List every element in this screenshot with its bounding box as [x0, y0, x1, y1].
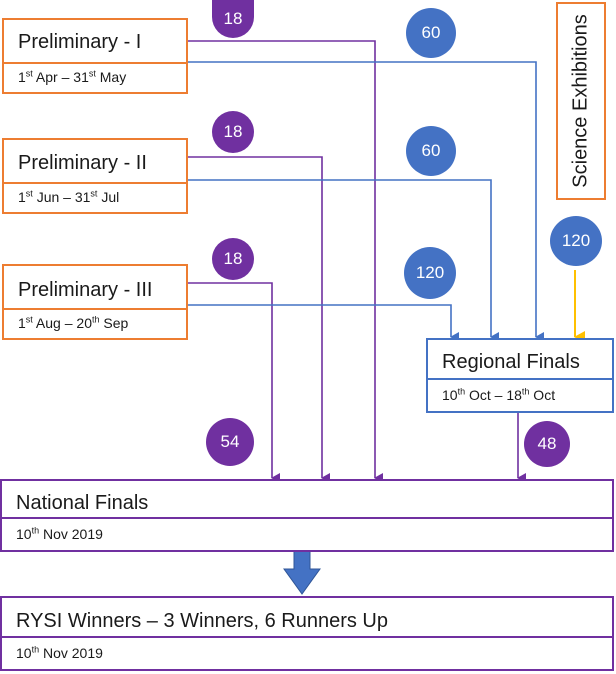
regional-finals-title: Regional Finals: [442, 351, 580, 373]
preliminary-1-title: Preliminary - I: [18, 31, 142, 53]
regional-finals-box: Regional Finals 10th Oct – 18th Oct: [426, 338, 614, 413]
regional-finals-dates: 10th Oct – 18th Oct: [428, 378, 612, 411]
count-badge-science-regional: 120: [550, 216, 602, 266]
p3-to-national-line: [188, 282, 280, 483]
preliminary-3-dates: 1st Aug – 20th Sep: [4, 308, 186, 338]
winners-title: RYSI Winners – 3 Winners, 6 Runners Up: [16, 610, 389, 632]
count-badge-p2-national: 18: [212, 111, 254, 153]
national-finals-date: 10th Nov 2019: [2, 517, 612, 550]
preliminary-3-box: Preliminary - III 1st Aug – 20th Sep: [2, 264, 188, 340]
national-finals-title: National Finals: [16, 492, 149, 514]
p1-to-regional-line: [188, 61, 544, 342]
science-exhibitions-label: Science Exhibitions: [569, 14, 592, 188]
winners-date: 10th Nov 2019: [2, 636, 612, 669]
science-exhibitions-box: Science Exhibitions: [556, 2, 606, 200]
count-badge-p1-national: 18: [212, 0, 254, 38]
preliminary-2-box: Preliminary - II 1st Jun – 31st Jul: [2, 138, 188, 214]
count-badge-p2-regional: 60: [406, 126, 456, 176]
preliminary-3-title: Preliminary - III: [18, 279, 153, 301]
count-badge-p3-national: 18: [212, 238, 254, 280]
preliminary-1-dates: 1st Apr – 31st May: [4, 62, 186, 92]
count-badge-p3-regional: 120: [404, 247, 456, 299]
preliminary-2-dates: 1st Jun – 31st Jul: [4, 182, 186, 212]
national-finals-box: National Finals 10th Nov 2019: [0, 479, 614, 552]
count-badge-regional-national: 48: [524, 421, 570, 467]
preliminary-2-title: Preliminary - II: [18, 152, 147, 174]
p2-to-regional-line: [188, 179, 499, 342]
down-arrow-icon: [283, 550, 321, 595]
winners-box: RYSI Winners – 3 Winners, 6 Runners Up 1…: [0, 596, 614, 671]
p2-to-national-line: [188, 156, 330, 483]
p3-to-regional-line: [188, 304, 459, 342]
preliminary-1-box: Preliminary - I 1st Apr – 31st May: [2, 18, 188, 94]
count-badge-p1-regional: 60: [406, 8, 456, 58]
count-badge-direct-national: 54: [206, 418, 254, 466]
p1-to-national-line: [188, 40, 383, 483]
